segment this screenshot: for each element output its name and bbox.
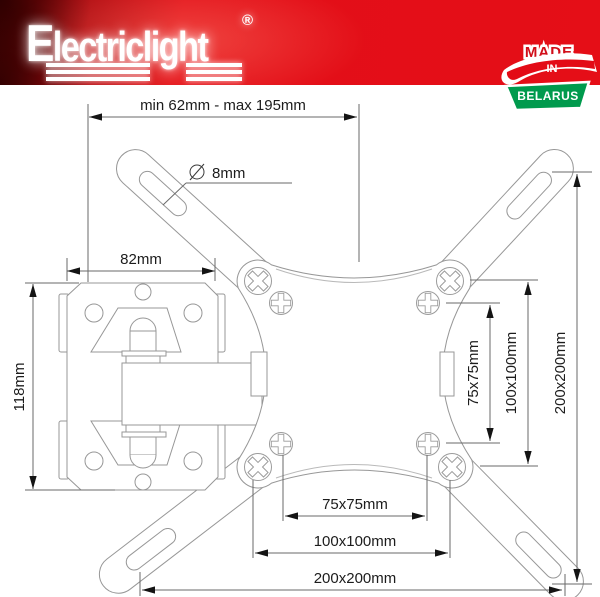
plate-side-tab xyxy=(439,351,455,397)
brand-logo-rest: lectriclight xyxy=(52,23,209,70)
brand-banner: Electriclight ® xyxy=(0,0,600,85)
logo-underline-bars xyxy=(186,63,242,83)
hinge-knuckle xyxy=(125,424,161,433)
vesa-plate xyxy=(236,259,474,489)
diameter-icon xyxy=(189,163,205,181)
screw-phillips xyxy=(436,267,464,295)
hinge-arm xyxy=(121,362,263,426)
screw-cross xyxy=(269,291,293,315)
tilt-bolt-bottom xyxy=(121,431,167,469)
screw-cross xyxy=(416,432,440,456)
screw-cross xyxy=(416,291,440,315)
dim-right-vesa100: 100x100mm xyxy=(503,332,520,415)
screw-phillips xyxy=(244,267,272,295)
screw-phillips xyxy=(244,453,272,481)
dim-plate-width: 82mm xyxy=(120,251,162,268)
wall-plate-holes xyxy=(84,283,203,491)
dim-top-span: min 62mm - max 195mm xyxy=(140,97,306,114)
brand-logo: Electriclight ® xyxy=(26,12,253,81)
dim-right-vesa75: 75x75mm xyxy=(465,340,482,406)
dim-bottom-vesa75: 75x75mm xyxy=(322,496,388,513)
dim-bottom-vesa200: 200x200mm xyxy=(314,570,397,587)
plate-side-tab xyxy=(250,351,268,397)
badge-belarus-label: BELARUS xyxy=(517,89,579,103)
dim-plate-height: 118mm xyxy=(11,363,28,412)
dimensions xyxy=(25,104,592,596)
badge-green-shape xyxy=(504,80,591,112)
dimension-labels: min 62mm - max 195mm 8mm 82mm 118mm 75x7… xyxy=(11,97,569,587)
dim-hole-diameter: 8mm xyxy=(212,165,245,182)
logo-underline-bars xyxy=(46,63,150,83)
dim-bottom-vesa100: 100x100mm xyxy=(314,533,397,550)
diameter-leader xyxy=(162,182,292,206)
screw-phillips xyxy=(438,453,466,481)
wall-plate xyxy=(58,282,263,491)
screws xyxy=(244,267,466,481)
registered-trademark: ® xyxy=(242,12,254,29)
hinge-knuckle xyxy=(125,355,161,364)
screw-cross xyxy=(269,432,293,456)
dim-right-vesa200: 200x200mm xyxy=(552,332,569,415)
brand-logo-text: Electriclight xyxy=(26,14,209,74)
made-in-belarus-badge: MADE IN BELARUS xyxy=(501,42,597,112)
badge-flag-stripe xyxy=(506,59,595,80)
tilt-bolt-top xyxy=(121,317,167,357)
badge-in-label: IN xyxy=(547,63,558,75)
